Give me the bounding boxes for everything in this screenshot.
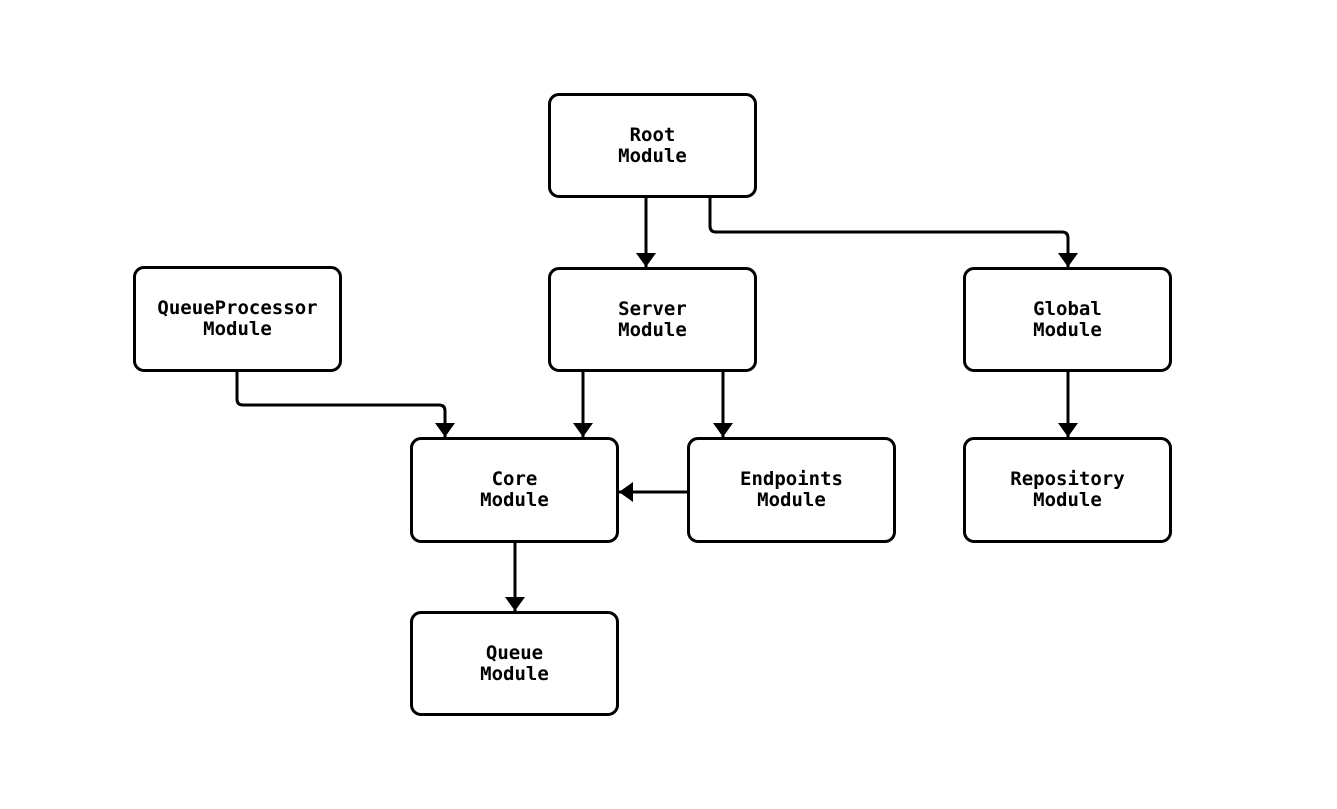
node-global-module-label: Global Module	[1033, 297, 1102, 341]
node-global-module: Global Module	[963, 267, 1172, 372]
node-root-module: Root Module	[548, 93, 757, 198]
node-queueprocessor-module-label: QueueProcessor Module	[157, 297, 318, 340]
node-endpoints-module-label: Endpoints Module	[740, 468, 843, 511]
node-queue-module: Queue Module	[410, 611, 619, 716]
node-core-module-label: Core Module	[480, 468, 549, 511]
node-server-module-label: Server Module	[618, 297, 687, 341]
node-repository-module: Repository Module	[963, 437, 1172, 543]
node-core-module: Core Module	[410, 437, 619, 543]
edge-queueprocessor-to-core	[235, 372, 455, 437]
node-queueprocessor-module: QueueProcessor Module	[133, 266, 342, 372]
node-queue-module-label: Queue Module	[480, 641, 549, 685]
node-root-module-label: Root Module	[618, 123, 687, 167]
edge-root-to-global	[708, 198, 1078, 267]
node-server-module: Server Module	[548, 267, 757, 372]
node-repository-module-label: Repository Module	[1010, 468, 1125, 511]
node-endpoints-module: Endpoints Module	[687, 437, 896, 543]
